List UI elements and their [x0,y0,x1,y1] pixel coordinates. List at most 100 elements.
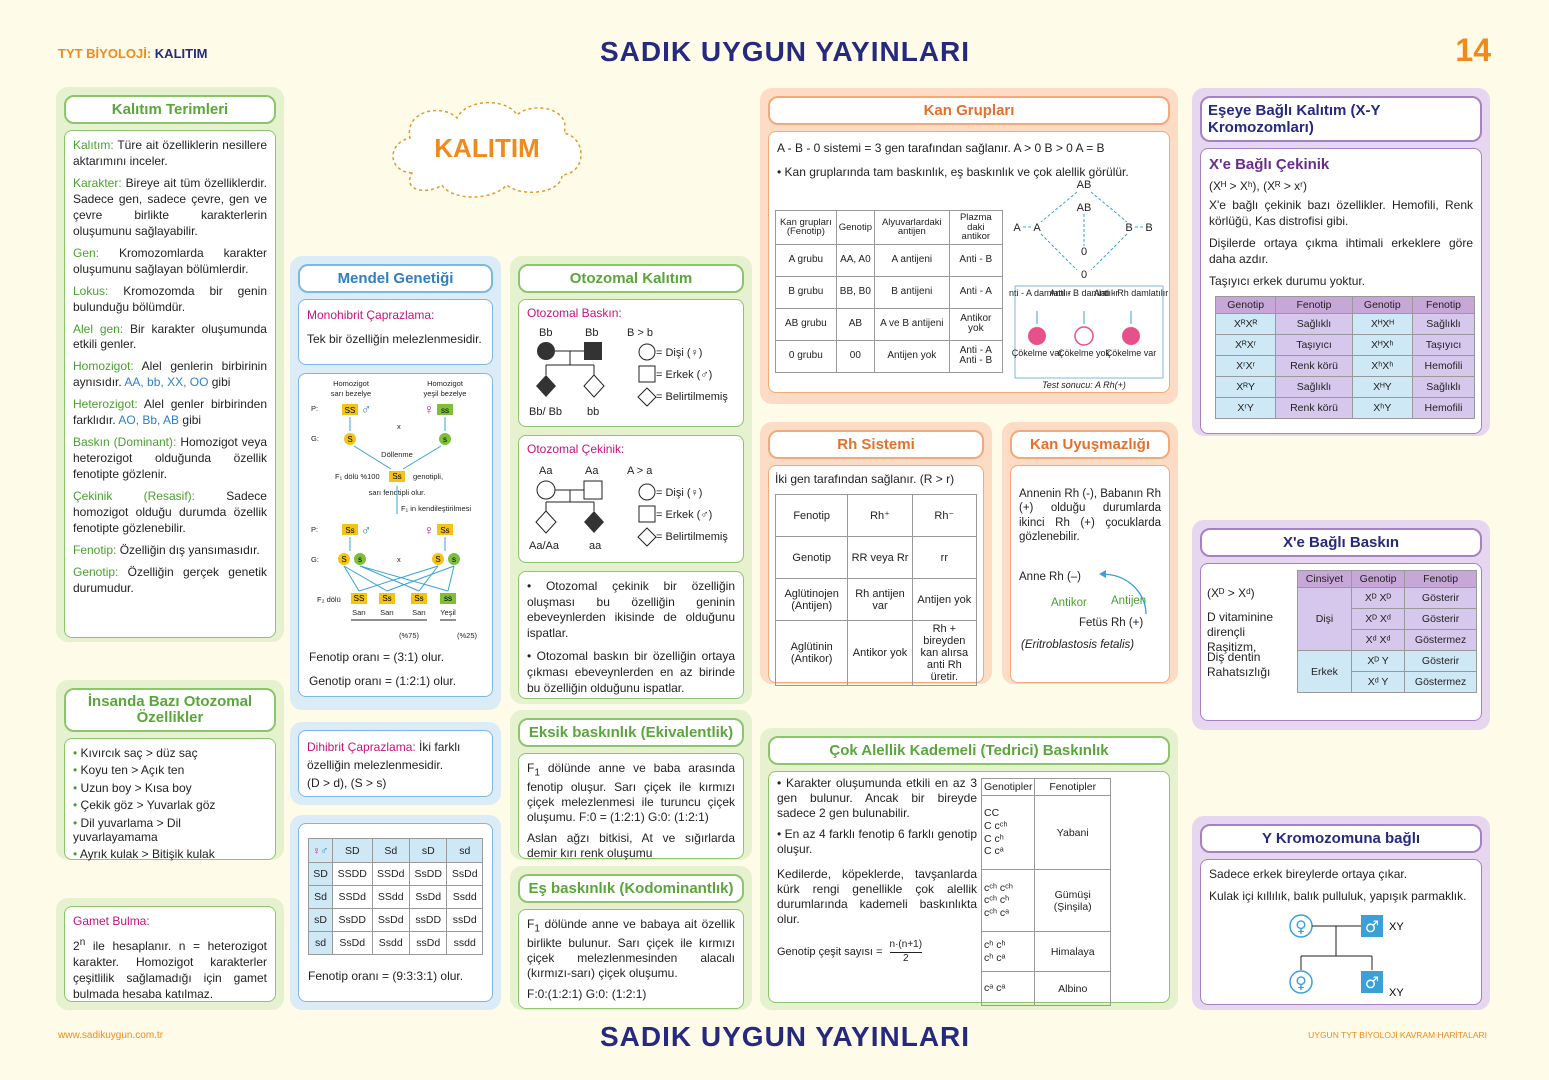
eksik-examples: Aslan ağzı bitkisi, At ve sığırlarda dem… [527,830,735,860]
rh-cell: Antikor yok [847,620,913,686]
punnett-cell: SsDd [331,931,373,955]
gamete-text: 2n ile hesaplanır. n = heterozigot karak… [73,936,267,1001]
punnett-col-header: sd [446,838,483,863]
svg-text:(%25): (%25) [457,631,478,640]
svg-text:SS: SS [354,594,365,603]
mono-phenotype-ratio: Fenotip oranı = (3:1) olur. [309,650,445,664]
punnett-cell: SSDd [331,885,373,909]
svg-text:s: s [358,555,362,564]
eksik-text: F1 dölünde anne ve baba arasında fenotip… [527,761,735,824]
es-panel: Eş baskınlık (Kodominantlık) F1 dölünde … [510,866,752,1010]
rh-cell: Rh antijen var [847,578,913,621]
cok-genotype: cᶜʰ cᶜʰ cᶜʰ cʰ cᶜʰ cᵃ [980,869,1036,932]
bas-phenotype: Gösterir [1404,587,1477,609]
svg-text:Homozigot: Homozigot [427,379,464,388]
svg-text:F₁ dölü %100: F₁ dölü %100 [335,472,380,481]
svg-text:Anti - Rh damlatılır: Anti - Rh damlatılır [1094,288,1169,298]
punnett-cell: SsDd [408,885,448,909]
cok-title: Çok Alellik Kademeli (Tedrici) Baskınlık [768,736,1170,765]
kan-cell: BB, B0 [835,275,876,309]
rh-cell: Rh + bireyden kan alırsa anti Rh üretir. [911,620,978,686]
otozomal-title: Otozomal Kalıtım [518,264,744,293]
svg-text:= Belirtilmemiş: = Belirtilmemiş [656,531,728,543]
es-text: F1 dölünde anne ve babaya ait özellik bi… [527,917,735,980]
svg-text:Sarı: Sarı [412,608,426,617]
svg-text:XY: XY [1389,921,1404,933]
cek-rule: (Xᴴ > Xʰ), (Xᴿ > xʳ) [1209,179,1308,193]
xy-cell: XʰY [1351,396,1413,419]
cek-p3: Taşıyıcı erkek durumu yoktur. [1209,273,1366,288]
kan-cell: AA, A0 [835,243,876,277]
bas-genotype: Xᴰ Y [1350,650,1406,672]
xy-header: Genotip [1351,295,1413,314]
punnett-cell: SSdd [371,885,410,909]
xy-header: Fenotip [1275,295,1353,314]
human-trait-item: • Ayrık kulak > Bitişik kulak [73,847,215,861]
xy-cell: XᴿY [1214,375,1277,398]
svg-text:Ss: Ss [382,594,391,603]
cek-p2: Dişilerde ortaya çıkma ihtimali erkekler… [1209,235,1473,266]
svg-text:AB: AB [1077,202,1092,214]
kan-cell: A antijeni [874,243,950,277]
cok-header: Fenotipler [1034,778,1111,796]
antijen-label: Antijen [1111,595,1147,607]
kan-cell: Antikor yok [948,307,1004,341]
svg-text:G:: G: [311,434,319,443]
svg-text:AB: AB [1077,179,1092,191]
svg-text:SS: SS [345,406,356,415]
xy-cell: XʰXʰ [1351,354,1413,377]
svg-text:Çökelme var: Çökelme var [1012,348,1063,358]
page-number: 14 [1455,32,1491,68]
kan-dominance-line: • Kan gruplarında tam baskınlık, eş bask… [777,165,1129,179]
bas-header: Cinsiyet [1297,570,1352,588]
eritroblastosis: (Eritroblastosis fetalis) [1021,639,1135,651]
bas-genotype: Xᵈ Y [1350,671,1406,693]
svg-text:Bb: Bb [585,327,598,339]
punnett-cell: SD [308,862,333,886]
xy-cell: XᴴXᴴ [1351,312,1413,335]
svg-text:Anti - A damlatılır: Anti - A damlatılır [1009,288,1071,298]
svg-text:Anti - B damlatılır: Anti - B damlatılır [1049,288,1118,298]
svg-text:Yeşil: Yeşil [440,608,456,617]
punnett-cell: Ssdd [371,931,410,955]
term-item: Baskın (Dominant): Homozigot veya hetero… [73,435,267,482]
kan-cell: Antijen yok [874,339,950,373]
eksik-title: Eksik baskınlık (Ekivalentlik) [518,718,744,747]
subject-label: TYT BİYOLOJİ: KALITIM [58,46,208,61]
xy-title: Eşeye Bağlı Kalıtım (X-Y Kromozomları) [1200,96,1482,142]
cok-genotype: cᵃ cᵃ [980,971,1036,1006]
rh-cell: RR veya Rr [847,536,913,579]
term-item: Fenotip: Özelliğin dış yansımasıdır. [73,542,260,557]
brand-bottom: SADIK UYGUN YAYINLARI [600,1021,971,1052]
term-item: Alel gen: Bir karakter oluşumunda etkili… [73,321,267,352]
xy-cell: Taşıyıcı [1411,333,1476,356]
uyus-arrow [1099,570,1147,615]
punnett-cell: sd [308,931,333,955]
svg-text:x: x [397,555,401,564]
svg-text:B: B [1125,222,1132,234]
rh-cell: Aglütinojen (Antijen) [774,578,849,621]
svg-text:♀: ♀ [1295,917,1307,936]
rh-cell: rr [911,536,978,579]
xy-cell: XᴴXʰ [1351,333,1413,356]
uyus-text: Annenin Rh (-), Babanın Rh (+) olduğu du… [1019,488,1161,544]
bas-rule: (Xᴰ > Xᵈ) [1207,586,1255,600]
svg-text:Ss: Ss [345,526,354,535]
svg-text:sarı bezelye: sarı bezelye [331,389,371,398]
punnett-cell: sD [308,908,333,932]
svg-text:A: A [1013,222,1021,234]
mono-title: Monohibrit Çaprazlama: [307,308,435,322]
svg-text:= Dişi (♀): = Dişi (♀) [656,487,702,499]
kan-panel: Kan Grupları A - B - 0 sistemi = 3 gen t… [760,88,1178,404]
cok-genotype: CC C cᶜʰ C cʰ C cᵃ [980,795,1036,870]
kan-cell: Anti - A [948,275,1004,309]
